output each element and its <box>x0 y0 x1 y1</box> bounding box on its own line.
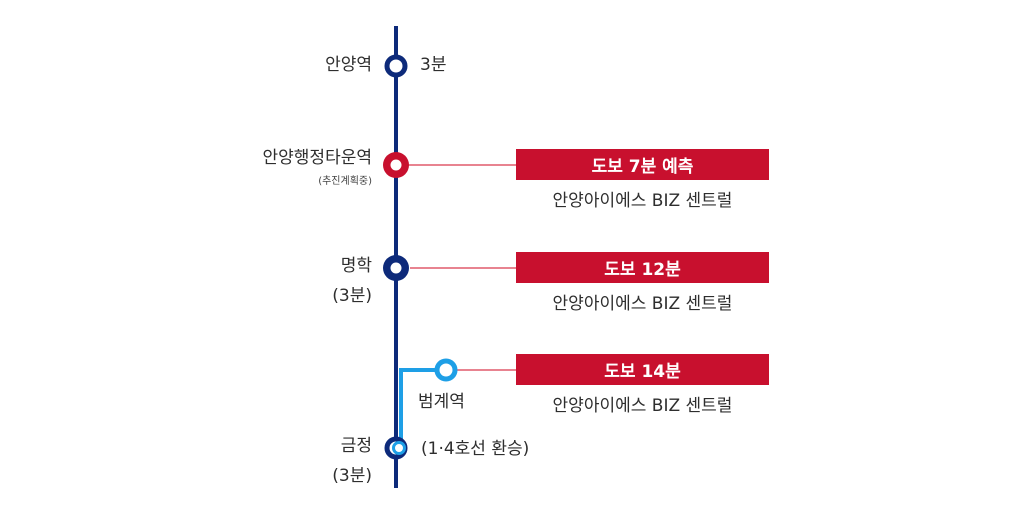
station-name-beomgye: 범계역 <box>418 392 465 412</box>
station-marker-beomgye <box>434 358 458 382</box>
station-time-myeonghak: (3분) <box>332 286 372 306</box>
station-name-anyang-admin: 안양행정타운역 <box>262 148 372 168</box>
station-name-myeonghak: 명학 <box>340 256 372 276</box>
walk-time-badge-1: 도보 7분 예측 <box>516 149 769 180</box>
station-name-anyang: 안양역 <box>325 55 372 75</box>
station-marker-anyang-admin-core <box>390 159 402 171</box>
destination-label-3: 안양아이에스 BIZ 센트럴 <box>552 396 733 416</box>
station-marker-myeonghak-core <box>390 262 402 274</box>
transfer-note-geumjeong: (1·4호선 환승) <box>421 439 530 459</box>
destination-label-1: 안양아이에스 BIZ 센트럴 <box>552 191 733 211</box>
station-time-geumjeong: (3분) <box>332 466 372 486</box>
destination-label-2: 안양아이에스 BIZ 센트럴 <box>552 294 733 314</box>
branch-rail-line <box>399 368 446 448</box>
station-time-anyang: 3분 <box>420 55 447 75</box>
station-marker-geumjeong-transfer <box>392 441 406 455</box>
walk-time-badge-3: 도보 14분 <box>516 354 769 385</box>
station-marker-anyang <box>384 54 408 78</box>
walk-time-badge-2: 도보 12분 <box>516 252 769 283</box>
station-note-anyang-admin: (추진계획중) <box>318 176 372 187</box>
station-name-geumjeong: 금정 <box>340 436 372 456</box>
